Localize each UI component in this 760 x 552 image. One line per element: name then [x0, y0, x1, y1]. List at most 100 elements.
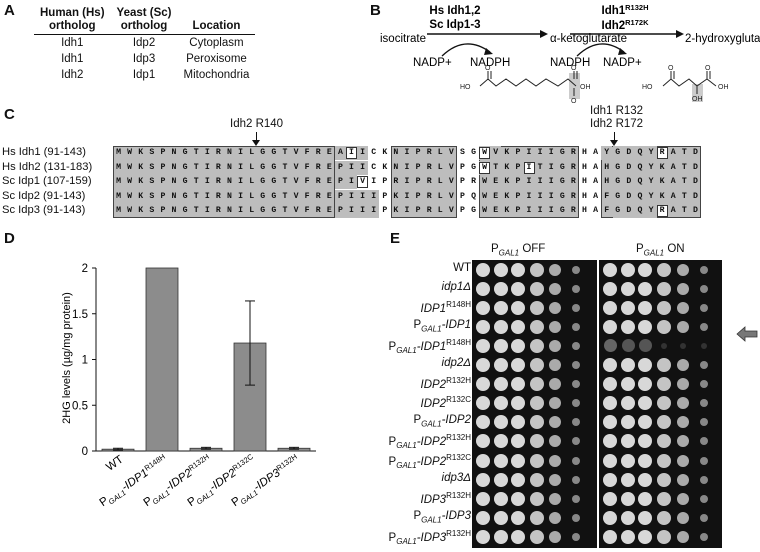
shaded-residue — [335, 160, 369, 175]
svg-text:O: O — [668, 65, 674, 72]
yeast-spot — [603, 358, 617, 372]
shaded-residue — [601, 146, 613, 160]
yeast-spot — [572, 418, 580, 427]
yeast-spot — [677, 473, 689, 486]
svg-text:OH: OH — [718, 84, 729, 91]
yeast-spot — [549, 320, 561, 333]
yeast-spot — [494, 453, 508, 468]
yeast-spot — [494, 396, 508, 411]
yeast-spot — [511, 491, 525, 506]
yeast-spot — [657, 434, 671, 449]
yeast-spot — [530, 377, 544, 392]
shaded-residue — [335, 175, 358, 190]
yeast-spot — [621, 377, 635, 392]
yeast-spot — [603, 396, 617, 411]
alignment-row-label: Sc Idp3 (91-143) — [2, 204, 86, 217]
yeast-spot — [621, 281, 635, 296]
yeast-spot — [476, 262, 490, 277]
yeast-spot — [476, 338, 490, 353]
yeast-spot — [603, 281, 617, 296]
strain-label: IDP2R132H — [420, 376, 471, 391]
y-tick-label: 0.5 — [72, 400, 88, 412]
yeast-spot — [621, 300, 635, 315]
yeast-spot — [494, 472, 508, 487]
yeast-spot — [476, 396, 490, 411]
panel-label-b: B — [370, 2, 381, 19]
yeast-spot — [494, 491, 508, 506]
yeast-spot — [638, 491, 652, 506]
yeast-spot — [700, 437, 708, 446]
strain-label: PGAL1-IDP3 — [413, 509, 471, 525]
table-cell: Mitochondria — [183, 69, 250, 81]
yeast-spot — [700, 284, 708, 293]
yeast-spot — [511, 338, 525, 353]
alignment-row-label: Hs Idh2 (131-183) — [2, 160, 93, 173]
y-tick-label: 2 — [82, 263, 88, 275]
akg-structure — [479, 71, 580, 99]
table-cell: Idh1 — [61, 53, 84, 65]
yeast-spot — [700, 361, 708, 369]
yeast-spot — [603, 377, 617, 392]
highlight-arrow — [736, 326, 758, 342]
table-header-1: Yeast (Sc)ortholog — [110, 7, 178, 35]
yeast-spot — [638, 358, 652, 372]
cofactor1-out: NADPH — [470, 57, 510, 69]
yeast-spot — [530, 434, 544, 449]
yeast-spot — [572, 380, 580, 389]
yeast-spot — [530, 358, 544, 372]
yeast-spot — [530, 415, 544, 430]
yeast-spot — [511, 300, 525, 315]
yeast-spot — [549, 435, 561, 448]
svg-text:OH: OH — [580, 84, 591, 91]
yeast-spot — [476, 472, 490, 487]
yeast-spot — [657, 472, 671, 487]
yeast-spot — [603, 453, 617, 468]
svg-text:O: O — [571, 65, 577, 72]
yeast-spot — [549, 359, 561, 371]
marker-r132-label2: Idh2 R172 — [590, 118, 644, 130]
yeast-spot — [657, 262, 671, 277]
yeast-spot — [511, 319, 525, 334]
yeast-spot — [603, 300, 617, 315]
marker-r140-label: Idh2 R140 — [230, 118, 284, 130]
yeast-spot — [530, 529, 544, 544]
variant-residue-box — [523, 161, 535, 174]
product-label: 2-hydroxyglutarate — [685, 33, 760, 45]
yeast-spot — [661, 342, 667, 349]
svg-text:OH: OH — [692, 96, 703, 103]
cofactor2-in: NADPH — [550, 57, 590, 69]
svg-text:O: O — [705, 65, 711, 72]
x-tick-label: WT — [104, 454, 126, 474]
yeast-spot — [494, 377, 508, 392]
yeast-spot — [476, 358, 490, 372]
yeast-spot — [700, 513, 708, 522]
yeast-spot — [638, 281, 652, 296]
alignment-row-label: Sc Idp1 (107-159) — [2, 175, 92, 188]
yeast-spot — [572, 513, 580, 522]
yeast-spot — [549, 416, 561, 429]
yeast-spot — [677, 530, 689, 543]
yeast-spot — [572, 341, 580, 350]
yeast-spot — [530, 453, 544, 468]
svg-text:HO: HO — [460, 84, 471, 91]
yeast-spot — [603, 262, 617, 277]
yeast-spot — [494, 300, 508, 315]
yeast-spot — [621, 472, 635, 487]
yeast-spot — [621, 339, 635, 353]
variant-residue-box — [346, 147, 358, 159]
yeast-spot — [677, 416, 689, 429]
yeast-spot — [677, 492, 689, 505]
yeast-spot — [603, 529, 617, 544]
cofactor2-out: NADP+ — [603, 57, 642, 69]
y-tick-label: 1.5 — [72, 309, 88, 321]
yeast-spot — [549, 282, 561, 295]
marker-r132-arrow — [614, 132, 615, 142]
yeast-spot — [530, 319, 544, 334]
yeast-spot — [511, 358, 525, 372]
yeast-spot — [700, 475, 708, 484]
